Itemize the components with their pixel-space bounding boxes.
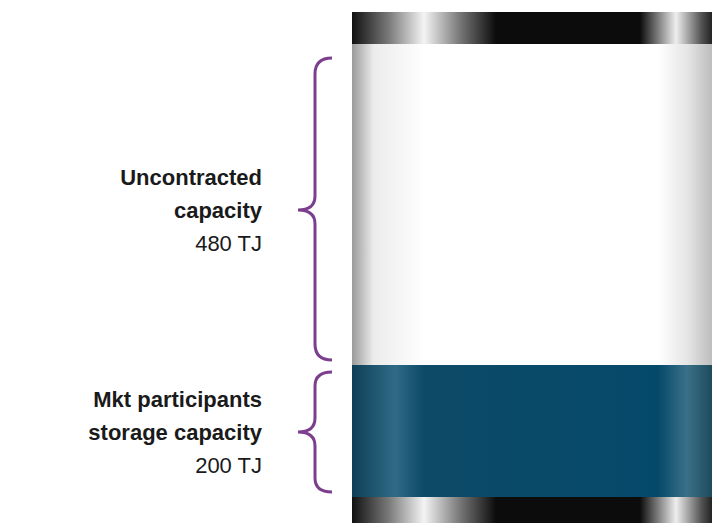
uncontracted-band — [352, 44, 712, 365]
capacity-label: Uncontracted capacity — [97, 161, 262, 227]
bracket — [298, 58, 332, 360]
tank-bottom-cap — [352, 497, 712, 523]
tank-top-cap — [352, 12, 712, 44]
label-group: Uncontracted capacity480 TJ — [97, 161, 262, 260]
participants-band — [352, 365, 712, 497]
capacity-value: 200 TJ — [62, 449, 262, 482]
capacity-value: 480 TJ — [97, 227, 262, 260]
bracket — [298, 372, 332, 492]
label-group: Mkt participants storage capacity200 TJ — [62, 383, 262, 482]
capacity-label: Mkt participants storage capacity — [62, 383, 262, 449]
